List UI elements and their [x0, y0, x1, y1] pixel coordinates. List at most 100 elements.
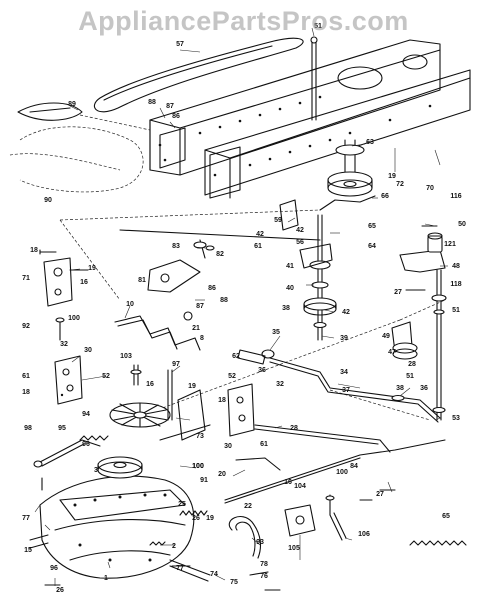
callout-16: 16	[284, 479, 292, 486]
callout-100: 100	[68, 315, 80, 322]
callout-57: 57	[176, 41, 184, 48]
brake-rod	[224, 424, 446, 504]
callout-38: 38	[282, 305, 290, 312]
callout-41: 41	[286, 263, 294, 270]
callout-75: 75	[230, 579, 238, 586]
callout-1: 1	[104, 575, 108, 582]
callout-118: 118	[450, 281, 461, 288]
callout-61: 61	[22, 373, 30, 380]
callout-81: 81	[138, 277, 146, 284]
callout-88: 88	[148, 99, 156, 106]
callout-28: 28	[408, 361, 416, 368]
callout-116: 116	[450, 193, 461, 200]
callout-64: 64	[368, 243, 376, 250]
callout-27: 27	[394, 289, 402, 296]
chassis-frame	[149, 39, 471, 199]
hose	[228, 516, 262, 559]
callout-91: 91	[200, 477, 208, 484]
fender-outline	[9, 102, 151, 193]
callout-42: 42	[342, 309, 350, 316]
frame-holes	[158, 95, 432, 177]
callout-72: 72	[396, 181, 404, 188]
callout-26: 26	[56, 587, 64, 594]
right-bracket	[399, 232, 447, 421]
callout-77: 77	[22, 515, 30, 522]
callout-62: 62	[232, 353, 240, 360]
callout-38: 38	[396, 385, 404, 392]
callout-20: 20	[218, 471, 226, 478]
callout-15: 15	[24, 547, 32, 554]
callout-39: 39	[340, 335, 348, 342]
callout-82: 82	[216, 251, 224, 258]
callout-53: 53	[452, 415, 460, 422]
callout-104: 104	[294, 483, 306, 490]
callout-96: 96	[50, 565, 58, 572]
left-bracket	[43, 257, 73, 341]
callout-100: 100	[192, 463, 204, 470]
callout-18: 18	[30, 247, 38, 254]
callout-48: 48	[452, 263, 460, 270]
callout-51: 51	[314, 23, 322, 30]
callout-30: 30	[224, 443, 232, 450]
callout-86: 86	[208, 285, 216, 292]
callout-59: 59	[274, 217, 282, 224]
callout-19: 19	[88, 265, 96, 272]
callout-63: 63	[366, 139, 374, 146]
callout-36: 36	[420, 385, 428, 392]
callout-106: 106	[358, 531, 370, 538]
top-shaft	[310, 36, 318, 121]
callout-65: 65	[368, 223, 376, 230]
callout-42: 42	[296, 227, 304, 234]
springs	[149, 510, 467, 546]
callout-121: 121	[444, 241, 456, 248]
callout-18: 18	[218, 397, 226, 404]
callout-34: 34	[340, 369, 348, 376]
callout-83: 83	[172, 243, 180, 250]
axle-rod	[237, 349, 441, 423]
idler-arm	[119, 229, 321, 293]
callout-88: 88	[220, 297, 228, 304]
callout-105: 105	[288, 545, 300, 552]
cooling-fan	[109, 364, 173, 428]
callout-10: 10	[126, 301, 134, 308]
callout-16: 16	[146, 381, 154, 388]
callout-8: 8	[200, 335, 204, 342]
callout-2: 2	[172, 543, 176, 550]
callout-61: 61	[260, 441, 268, 448]
callout-26: 26	[192, 515, 200, 522]
callout-42: 42	[256, 231, 264, 238]
callout-70: 70	[426, 185, 434, 192]
leader-lines	[34, 27, 448, 586]
transaxle	[29, 435, 211, 582]
callout-78: 78	[260, 561, 268, 568]
lower-bracket	[284, 494, 347, 541]
pulley-assembly-top	[319, 139, 376, 211]
callout-27: 27	[376, 491, 384, 498]
callout-49: 49	[382, 333, 390, 340]
callout-36: 36	[258, 367, 266, 374]
callout-25: 25	[178, 501, 186, 508]
callout-52: 52	[228, 373, 236, 380]
callout-56: 56	[296, 239, 304, 246]
callout-61: 61	[254, 243, 262, 250]
callout-51: 51	[452, 307, 460, 314]
callout-19: 19	[388, 173, 396, 180]
callout-95: 95	[58, 425, 66, 432]
callout-103: 103	[120, 353, 132, 360]
shift-rod	[114, 311, 201, 351]
callout-77: 77	[176, 565, 184, 572]
callout-74: 74	[210, 571, 218, 578]
callout-100: 100	[192, 463, 204, 470]
callout-32: 32	[60, 341, 68, 348]
callout-3: 3	[94, 467, 98, 474]
brake-lever	[159, 383, 255, 441]
callout-35: 35	[272, 329, 280, 336]
callout-96: 96	[82, 441, 90, 448]
callout-21: 21	[192, 325, 200, 332]
callout-22: 22	[244, 503, 252, 510]
deck-belt	[94, 37, 304, 113]
callout-51: 51	[406, 373, 414, 380]
idler-pulley-stack	[279, 199, 337, 341]
callout-18: 18	[22, 389, 30, 396]
